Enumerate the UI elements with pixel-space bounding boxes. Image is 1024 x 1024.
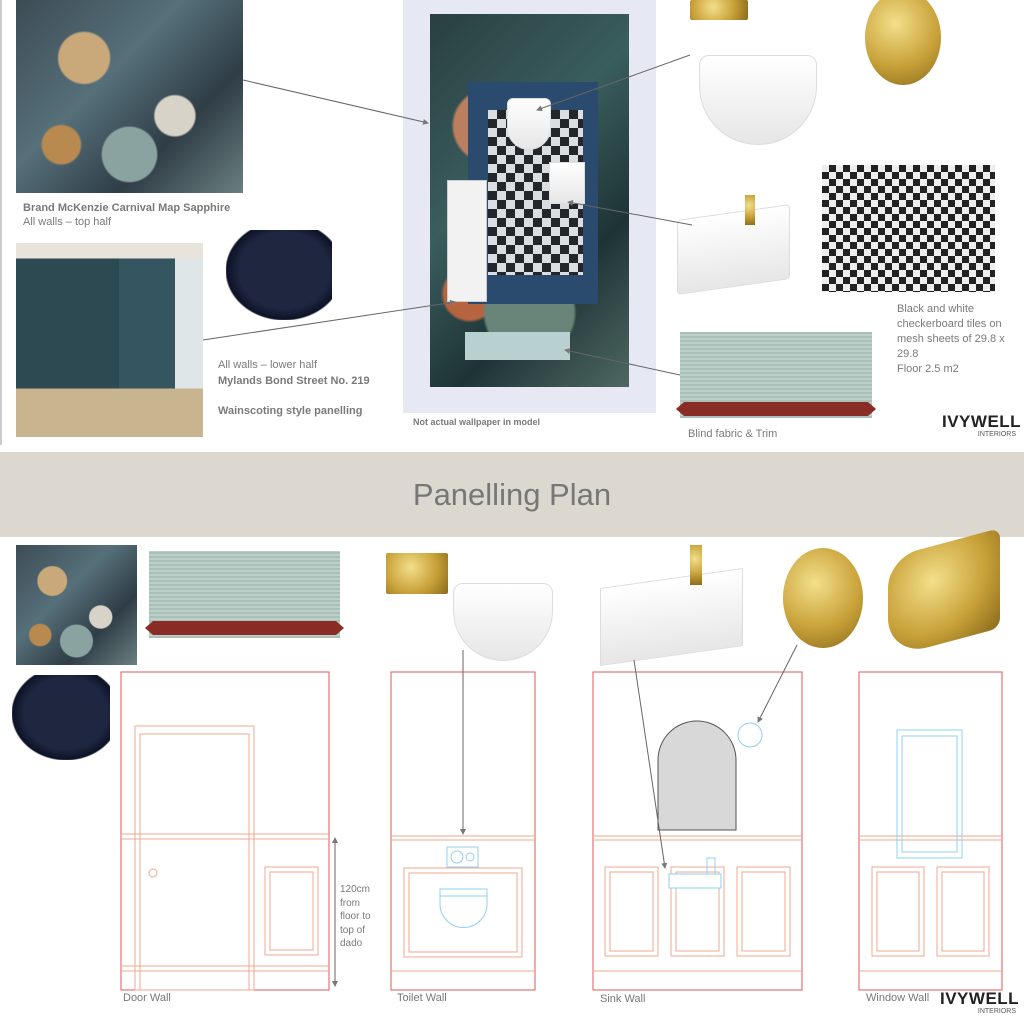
- tap-thumb: [690, 545, 702, 585]
- arrow: [633, 659, 668, 869]
- tiles-line: Black and white: [897, 303, 975, 315]
- arched-mirror: [657, 720, 737, 831]
- paint-thumb: [12, 675, 110, 760]
- tiles-caption: Black and white checkerboard tiles on me…: [897, 302, 1005, 377]
- wallpaper-name: Brand McKenzie Carnival Map Sapphire: [23, 202, 231, 214]
- arrow: [242, 79, 429, 125]
- section-band: Panelling Plan: [0, 452, 1024, 537]
- logo-text: IVYWELL: [942, 412, 1022, 431]
- sink-wall-label: Sink Wall: [600, 993, 646, 1005]
- tiles-line: mesh sheets of 29.8 x: [897, 333, 1005, 345]
- panelling-photo: [16, 243, 203, 437]
- arrow: [564, 348, 681, 376]
- tiles-line: 29.8: [897, 348, 919, 360]
- floor-plan-render: [403, 0, 656, 413]
- logo-subtext: INTERIORS: [977, 431, 1016, 438]
- ivywell-logo: IVYWELL INTERIORS: [942, 412, 1022, 439]
- flush-plate-thumb: [386, 553, 448, 594]
- arrow: [757, 644, 798, 723]
- wallpaper-sample-image: [16, 0, 243, 193]
- dado-height-note: 120cm from floor to top of dado: [340, 883, 371, 951]
- toilet-thumb: [453, 583, 553, 661]
- wall-light-image: [865, 0, 941, 85]
- flush-plate-image: [690, 0, 748, 20]
- fabric-thumb: [149, 551, 340, 638]
- toilet-wall-label: Toilet Wall: [397, 992, 447, 1004]
- door-wall-elevation: [120, 671, 330, 991]
- left-border: [0, 0, 2, 445]
- sink-wall-elevation: [592, 671, 803, 991]
- fabric-caption: Blind fabric & Trim: [688, 428, 778, 440]
- top-arrows: [202, 54, 693, 376]
- panelling-style: Wainscoting style panelling: [218, 405, 363, 417]
- ivywell-logo-bottom: IVYWELL INTERIORS: [940, 989, 1020, 1016]
- section-title: Panelling Plan: [412, 476, 612, 512]
- logo-text: IVYWELL: [940, 989, 1020, 1008]
- note-line: from: [340, 897, 360, 909]
- paint-usage: All walls – lower half: [218, 359, 318, 371]
- note-line: dado: [340, 938, 363, 949]
- note-line: top of: [340, 924, 366, 936]
- tiles-line: Floor 2.5 m2: [897, 363, 959, 375]
- blind-fabric-image: [680, 332, 872, 418]
- arrow: [536, 54, 691, 112]
- door-wall-label: Door Wall: [123, 992, 171, 1004]
- paint-name: Mylands Bond Street No. 219: [218, 375, 370, 387]
- note-line: floor to: [340, 911, 371, 922]
- tap-image: [745, 195, 755, 225]
- note-line: 120cm: [340, 884, 371, 895]
- logo-subtext: INTERIORS: [977, 1008, 1016, 1015]
- window-wall-label: Window Wall: [866, 992, 930, 1004]
- arrow: [567, 199, 693, 226]
- tiles-line: checkerboard tiles on: [897, 318, 1002, 330]
- wallpaper-usage: All walls – top half: [23, 216, 112, 228]
- arrow: [202, 299, 456, 341]
- checkerboard-tiles-image: [822, 165, 995, 292]
- plan-note: Not actual wallpaper in model: [413, 417, 541, 427]
- paint-swatch: [226, 230, 332, 320]
- wallpaper-thumb: [16, 545, 137, 665]
- wall-light-thumb: [783, 548, 863, 648]
- window-wall-elevation: [858, 671, 1003, 991]
